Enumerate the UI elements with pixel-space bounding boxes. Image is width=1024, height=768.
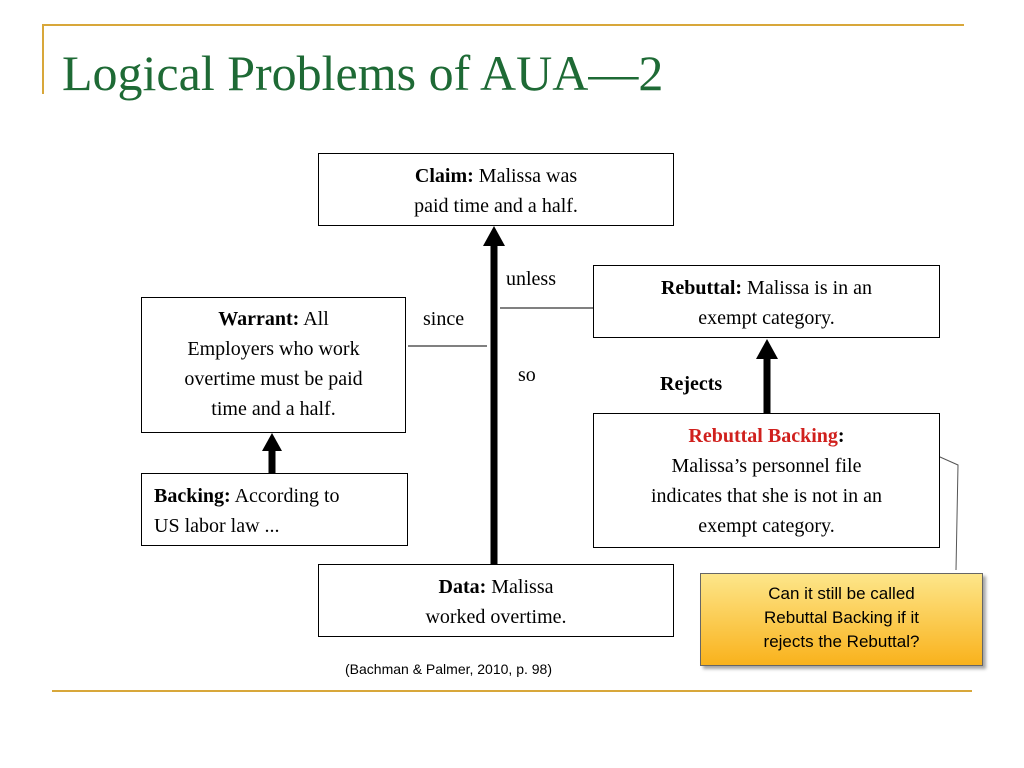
slide-title: Logical Problems of AUA—2 — [62, 45, 664, 101]
rejects-label: Rejects — [660, 373, 723, 395]
rebuttal-backing-text-line4: exempt category. — [698, 515, 835, 537]
warrant-text-line2: Employers who work — [187, 338, 360, 360]
rebuttal-backing-box: Rebuttal Backing: Malissa’s personnel fi… — [593, 413, 940, 548]
rejects-arrowhead — [756, 339, 778, 359]
warrant-text-line1: All — [299, 308, 329, 330]
so-label: so — [518, 364, 536, 386]
rebuttal-text-line2: exempt category. — [698, 307, 835, 329]
rebuttal-backing-text-line2: Malissa’s personnel file — [671, 455, 862, 477]
claim-text-line2: paid time and a half. — [414, 195, 578, 217]
callout-text-line2: Rebuttal Backing if it — [764, 608, 919, 627]
claim-label: Claim: — [414, 165, 474, 187]
warrant-text-line3: overtime must be paid — [184, 368, 363, 390]
rebuttal-backing-colon: : — [837, 425, 845, 447]
frame-bottom-line — [52, 690, 972, 692]
data-text-line1: Malissa — [486, 576, 554, 598]
backing-box: Backing: According to US labor law ... — [141, 473, 408, 546]
rebuttal-box: Rebuttal: Malissa is in an exempt catego… — [593, 265, 940, 338]
backing-to-warrant-arrowhead — [262, 433, 282, 451]
warrant-label: Warrant: — [218, 308, 300, 330]
warrant-box: Warrant: All Employers who work overtime… — [141, 297, 406, 433]
claim-text-line1: Malissa was — [473, 165, 578, 187]
backing-text-line1: According to — [230, 485, 340, 507]
warrant-text-line4: time and a half. — [211, 398, 336, 420]
data-label: Data: — [438, 576, 487, 598]
rebuttal-label: Rebuttal: — [660, 277, 743, 299]
rebuttal-backing-text-line3: indicates that she is not in an — [650, 485, 883, 507]
backing-label: Backing: — [154, 485, 231, 507]
data-box: Data: Malissa worked overtime. — [318, 564, 674, 637]
data-to-claim-arrowhead — [483, 226, 505, 246]
since-label: since — [423, 308, 465, 330]
backing-text-line2: US labor law ... — [154, 515, 280, 537]
data-text-line2: worked overtime. — [425, 606, 567, 628]
frame-top-line — [42, 24, 964, 26]
rebuttal-text-line1: Malissa is in an — [742, 277, 873, 299]
unless-label: unless — [506, 268, 556, 290]
citation: (Bachman & Palmer, 2010, p. 98) — [345, 661, 552, 677]
frame-left-line — [42, 24, 44, 94]
question-callout: Can it still be called Rebuttal Backing … — [700, 573, 983, 666]
callout-text-line1: Can it still be called — [768, 584, 915, 603]
claim-box: Claim: Malissa was paid time and a half. — [318, 153, 674, 226]
callout-text-line3: rejects the Rebuttal? — [763, 632, 920, 651]
rebuttal-backing-label: Rebuttal Backing — [688, 425, 838, 447]
